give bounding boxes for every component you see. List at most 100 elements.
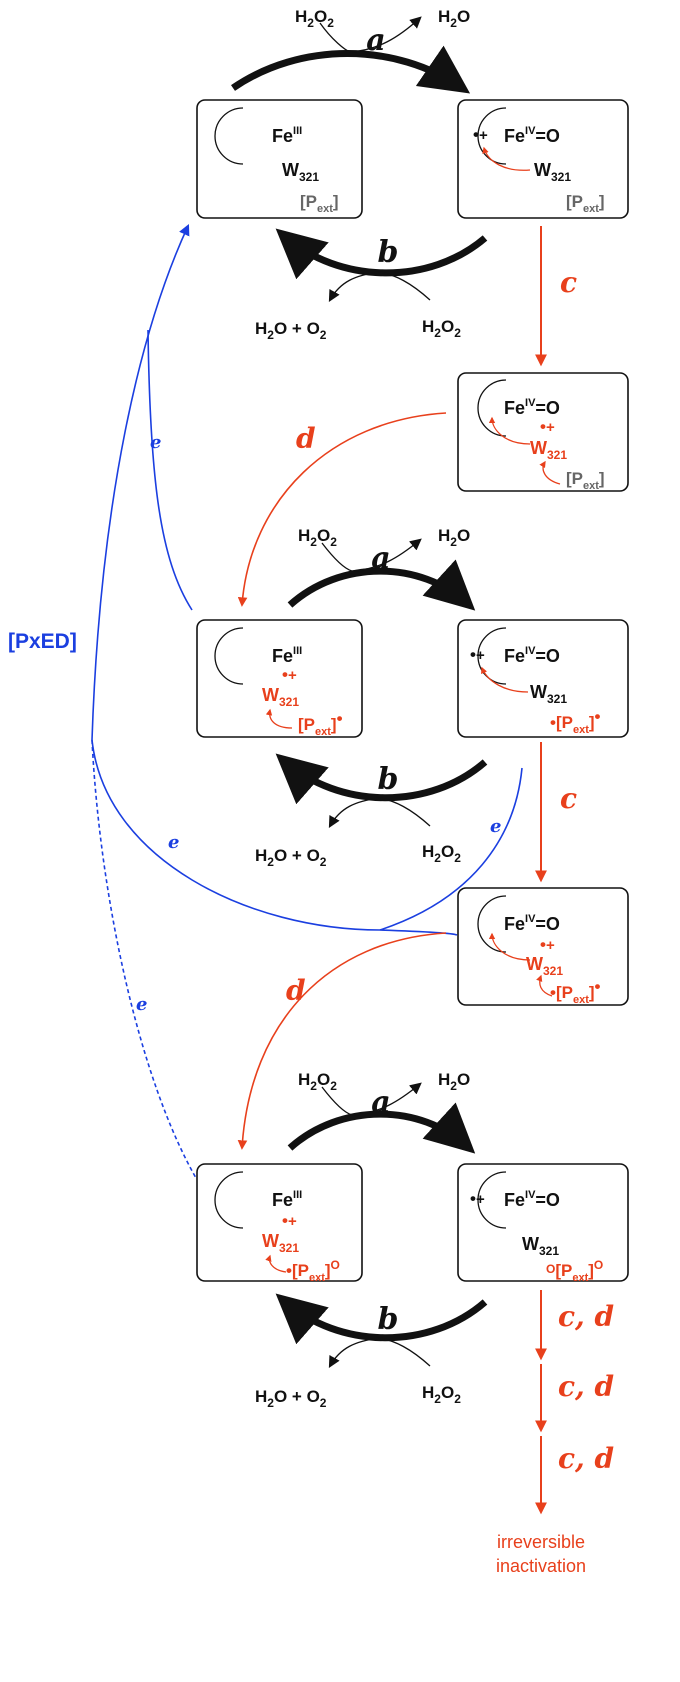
- state-4-pext-radical: [Pext]•: [298, 709, 343, 738]
- step-a-h2o2-in-2: [321, 538, 422, 572]
- state-3-fe4-oxo: FeIV=O: [504, 397, 560, 418]
- h2o2-label: H2O2: [295, 7, 334, 30]
- step-e-label-3: e: [490, 816, 501, 837]
- trp-radical-cation: •+: [540, 935, 555, 954]
- state-1-fe: FeIII: [272, 125, 302, 146]
- electron-transfer-arrow: [488, 416, 531, 445]
- state-4-fe: FeIII: [272, 645, 302, 666]
- electron-transfer-arrow: [539, 460, 561, 485]
- state-7-box: [196, 1163, 363, 1282]
- step-e-label-2: e: [168, 832, 179, 853]
- step-d-arrow-1: [237, 412, 447, 607]
- h2o2-label: H2O2: [298, 1070, 337, 1093]
- trp-radical-cation: •+: [540, 417, 555, 436]
- heme-arc: [477, 1171, 507, 1229]
- step-b-label: b: [378, 762, 399, 797]
- heme-arc: [477, 895, 507, 953]
- state-5-w321: W321: [530, 682, 567, 706]
- pxed-from-state5: [379, 767, 523, 931]
- state-2-w321: W321: [534, 160, 571, 184]
- pxed-from-state6: [91, 739, 458, 936]
- state-3-pext: [Pext]: [566, 469, 605, 492]
- pxed-pathway: [91, 223, 523, 1179]
- inactivation-chain: c, d c, d c, d irreversible inactivation: [496, 1290, 614, 1576]
- pxed-from-state4: [147, 329, 193, 611]
- h2o2-label: H2O2: [422, 1383, 461, 1406]
- final-state-line1: irreversible: [497, 1532, 585, 1552]
- electron-transfer-arrow: [488, 932, 531, 961]
- state-7-w321: W321: [262, 1231, 299, 1255]
- step-d-label-1: d: [296, 422, 316, 455]
- step-b-h2o2-in-1: [328, 271, 431, 303]
- step-a-arrow-1: [231, 45, 471, 94]
- step-d-label-2: d: [286, 974, 306, 1007]
- step-a-arrow-2: [287, 559, 476, 611]
- cycle-1: H2O2 H2O a FeIII W321 [Pext] •+ FeIV=O W…: [196, 7, 629, 342]
- state-3-box: [457, 372, 629, 492]
- pxed-arrow-to-state1: [91, 223, 190, 741]
- trp-radical-cation: •+: [282, 665, 297, 684]
- heme-arc: [214, 107, 244, 165]
- state-2-fe4-oxo: FeIV=O: [504, 125, 560, 146]
- state-4-w321: W321: [262, 685, 299, 709]
- state-1-box: [196, 99, 363, 219]
- heme-arc: [214, 1171, 244, 1229]
- step-e-label-4: e: [136, 994, 147, 1015]
- step-cd-label-1: c, d: [558, 1300, 614, 1333]
- state-1-pext: [Pext]: [300, 192, 339, 215]
- electron-transfer-arrow: [482, 146, 531, 171]
- heme-arc: [477, 107, 507, 165]
- step-b-label: b: [378, 235, 399, 270]
- step-b-label: b: [378, 1302, 399, 1337]
- state-3: FeIV=O •+ W321 [Pext]: [457, 372, 629, 492]
- state-2-pext: [Pext]: [566, 192, 605, 215]
- step-e-label-1: e: [150, 432, 161, 453]
- step-a-h2o2-in-3: [321, 1082, 422, 1116]
- porphyrin-radical-cation: •+: [473, 125, 488, 144]
- h2o2-label: H2O2: [298, 526, 337, 549]
- pxed-dashed-from-state7: [91, 739, 197, 1179]
- step-a-label: a: [371, 541, 390, 576]
- state-6-w321: W321: [526, 954, 563, 978]
- step-c-label-1: c: [560, 266, 577, 299]
- state-3-w321: W321: [530, 438, 567, 462]
- state-7-pext-oxidized: •[Pext]O: [286, 1258, 340, 1284]
- h2o2-label: H2O2: [422, 317, 461, 340]
- state-5-box: [457, 619, 629, 738]
- h2o-o2-label: H2O + O2: [255, 319, 327, 342]
- electron-transfer-arrow: [536, 974, 553, 997]
- electron-transfer-arrow: [265, 708, 293, 729]
- state-7-fe: FeIII: [272, 1189, 302, 1210]
- h2o-o2-label: H2O + O2: [255, 1387, 327, 1410]
- state-5-fe4-oxo: FeIV=O: [504, 645, 560, 666]
- pxed-label: [PxED]: [8, 630, 77, 653]
- state-6-fe4-oxo: FeIV=O: [504, 913, 560, 934]
- h2o-o2-label: H2O + O2: [255, 846, 327, 869]
- state-5-pext-radical: •[Pext]•: [550, 707, 601, 736]
- state-2-box: [457, 99, 629, 219]
- step-cd-label-2: c, d: [558, 1370, 614, 1403]
- porphyrin-radical-cation: •+: [470, 645, 485, 664]
- trp-radical-cation: •+: [282, 1211, 297, 1230]
- step-a-label: a: [371, 1085, 390, 1120]
- step-c-label-2: c: [560, 782, 577, 815]
- state-8-box: [457, 1163, 629, 1282]
- final-state-line2: inactivation: [496, 1556, 586, 1576]
- state-8-pext-oxidized: O[Pext]O: [546, 1258, 603, 1284]
- state-6: FeIV=O •+ W321 •[Pext]•: [457, 887, 629, 1006]
- electron-transfer-arrow: [265, 1254, 287, 1273]
- state-4-box: [196, 619, 363, 738]
- step-d-arrow-2: [237, 932, 447, 1150]
- state-6-box: [457, 887, 629, 1006]
- step-a-h2o2-in-1: [319, 16, 422, 53]
- h2o-label: H2O: [438, 7, 470, 30]
- heme-arc: [214, 627, 244, 685]
- state-8-w321: W321: [522, 1234, 559, 1258]
- step-b-arrow-3: [275, 1293, 488, 1345]
- step-b-arrow-2: [275, 753, 488, 805]
- h2o-label: H2O: [438, 526, 470, 549]
- cycle-2: H2O2 H2O a FeIII •+ W321 [Pext]• •+ FeIV…: [196, 526, 629, 869]
- step-b-h2o2-in-3: [328, 1337, 431, 1369]
- state-1-w321: W321: [282, 160, 319, 184]
